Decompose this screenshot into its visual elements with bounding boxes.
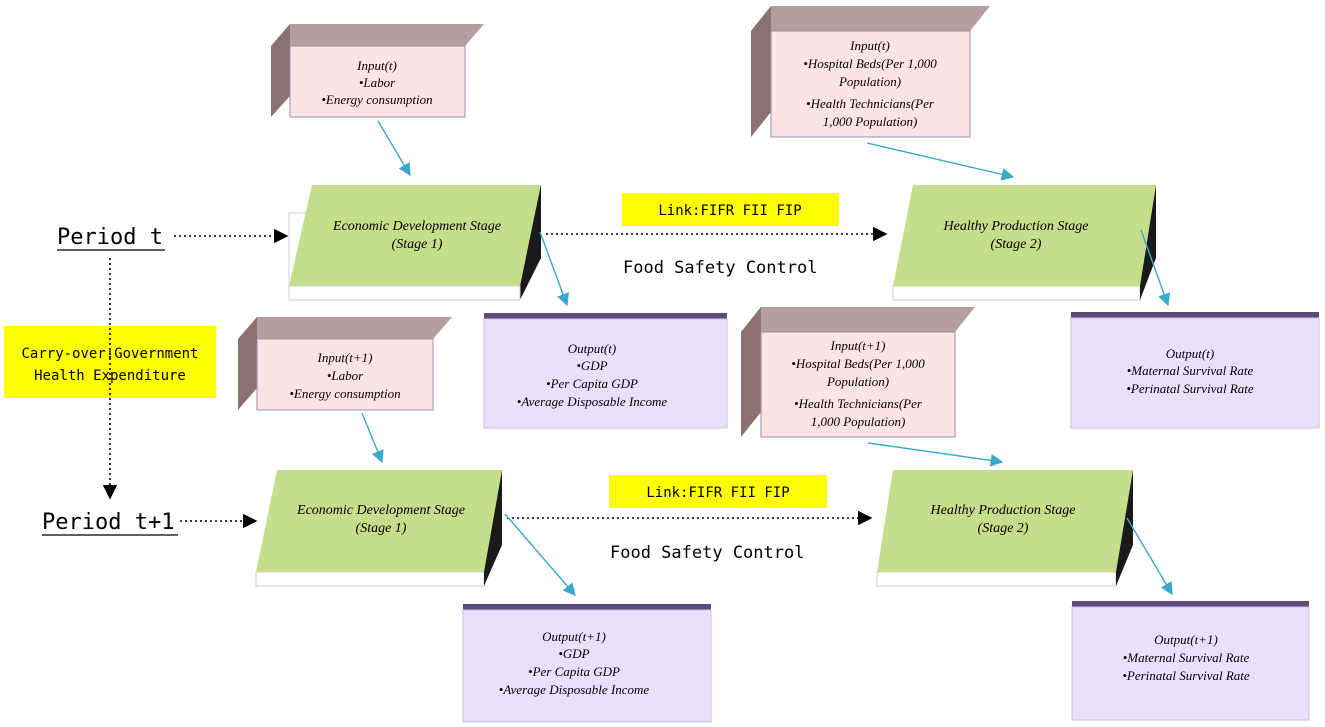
link-box-t <box>622 193 839 226</box>
output-health-t1-0: Output(t+1) <box>1154 632 1218 647</box>
input-health-t1-2: Population) <box>826 374 889 389</box>
output-health-t1-2: •Perinatal Survival Rate <box>1122 668 1250 683</box>
input-health-t-1: •Hospital Beds(Per 1,000 <box>803 56 937 71</box>
output-health-t-2: •Perinatal Survival Rate <box>1126 381 1254 396</box>
input-econ-t-1: •Labor <box>359 75 396 90</box>
input-health-t1-1: •Hospital Beds(Per 1,000 <box>791 356 925 371</box>
input-econ-t1-2: •Energy consumption <box>289 386 400 401</box>
output-box-health-t1: Output(t+1) •Maternal Survival Rate •Per… <box>1071 601 1310 721</box>
link-label-t: Link:FIFR FII FIP <box>658 203 801 219</box>
input-econ-t1-1: •Labor <box>327 368 364 383</box>
carryover-box <box>4 326 216 398</box>
input-health-t1-3: •Health Technicians(Per <box>794 396 923 411</box>
output-box-econ-t: Output(t) •GDP •Per Capita GDP •Average … <box>483 313 728 429</box>
arrow-input-health-t1 <box>867 442 1004 467</box>
input-health-t-4: 1,000 Population) <box>823 114 918 129</box>
input-box-econ-t1: Input(t+1) •Labor •Energy consumption <box>238 317 452 411</box>
arrow-output-econ-t <box>539 231 569 307</box>
input-health-t-2: Population) <box>838 74 901 89</box>
econ-stage-t-sub: (Stage 1) <box>392 237 443 252</box>
input-box-health-t1: Input(t+1) •Hospital Beds(Per 1,000 Popu… <box>741 307 975 438</box>
output-health-t1-1: •Maternal Survival Rate <box>1123 650 1250 665</box>
link-label-t1: Link:FIFR FII FIP <box>646 485 789 501</box>
health-stage-t1: Healthy Production Stage (Stage 2) <box>876 470 1133 587</box>
food-safety-label-t1: Food Safety Control <box>610 543 804 563</box>
arrow-input-econ-t <box>377 120 411 177</box>
health-stage-t-sub: (Stage 2) <box>991 237 1042 252</box>
output-box-econ-t1: Output(t+1) •GDP •Per Capita GDP •Averag… <box>462 604 712 723</box>
carryover-line2: Health Expenditure <box>34 368 186 384</box>
output-econ-t1-0: Output(t+1) <box>542 629 606 644</box>
output-econ-t1-1: •GDP <box>558 646 589 661</box>
econ-stage-t1-sub: (Stage 1) <box>356 521 407 536</box>
input-box-health-t: Input(t) •Hospital Beds(Per 1,000 Popula… <box>751 6 990 138</box>
input-health-t-3: •Health Technicians(Per <box>806 96 935 111</box>
output-econ-t1-2: •Per Capita GDP <box>528 664 620 679</box>
input-health-t1-0: Input(t+1) <box>830 338 886 353</box>
output-health-t-1: •Maternal Survival Rate <box>1127 363 1254 378</box>
health-stage-t-title: Healthy Production Stage <box>943 219 1089 234</box>
link-box-t1 <box>609 475 827 508</box>
econ-stage-t1: Economic Development Stage (Stage 1) <box>255 470 502 587</box>
food-safety-label-t: Food Safety Control <box>623 258 817 278</box>
arrow-input-health-t <box>866 142 1015 181</box>
input-econ-t-0: Input(t) <box>356 58 397 73</box>
econ-stage-t1-title: Economic Development Stage <box>296 503 465 518</box>
output-econ-t-0: Output(t) <box>568 341 616 356</box>
input-health-t-0: Input(t) <box>849 38 890 53</box>
output-econ-t-3: •Average Disposable Income <box>517 394 668 409</box>
input-econ-t-2: •Energy consumption <box>321 92 432 107</box>
input-health-t1-4: 1,000 Population) <box>811 414 906 429</box>
output-econ-t-1: •GDP <box>576 358 607 373</box>
output-econ-t1-3: •Average Disposable Income <box>499 682 650 697</box>
arrow-output-health-t <box>1140 229 1171 307</box>
output-health-t-0: Output(t) <box>1166 346 1214 361</box>
health-stage-t1-title: Healthy Production Stage <box>930 503 1076 518</box>
input-econ-t1-0: Input(t+1) <box>317 350 373 365</box>
period-t-label: Period t <box>57 225 163 250</box>
arrow-output-health-t1 <box>1126 517 1173 596</box>
arrow-input-econ-t1 <box>361 412 384 464</box>
econ-stage-t-title: Economic Development Stage <box>332 219 501 234</box>
output-box-health-t: Output(t) •Maternal Survival Rate •Perin… <box>1070 312 1320 429</box>
output-econ-t-2: •Per Capita GDP <box>546 376 638 391</box>
health-stage-t: Healthy Production Stage (Stage 2) <box>892 185 1156 301</box>
period-t1-label: Period t+1 <box>42 510 174 535</box>
health-stage-t1-sub: (Stage 2) <box>978 521 1029 536</box>
input-box-econ-t: Input(t) •Labor •Energy consumption <box>271 24 484 118</box>
arrow-output-econ-t1 <box>504 513 576 596</box>
econ-stage-t: Economic Development Stage (Stage 1) <box>287 185 542 301</box>
